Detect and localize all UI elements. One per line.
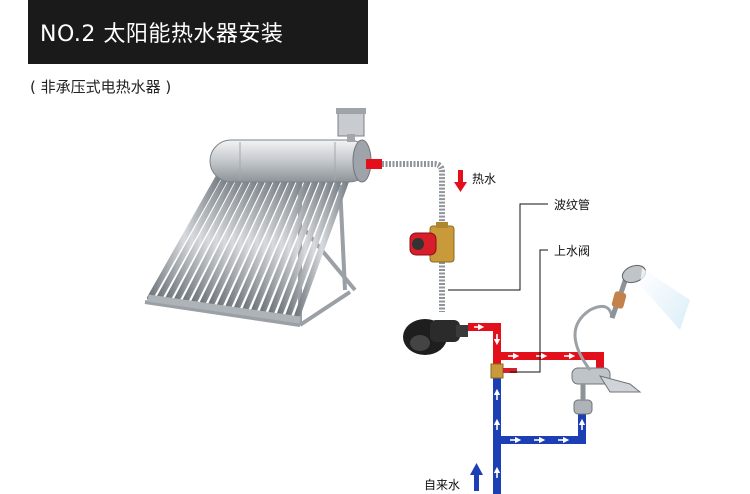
vacuum-tube	[284, 175, 343, 321]
electric-valve	[403, 319, 468, 355]
label-corrugated-pipe: 波纹管	[554, 198, 591, 212]
vacuum-tubes	[147, 175, 351, 322]
vacuum-tube	[224, 175, 290, 312]
page-title-text: NO.2 太阳能热水器安装	[40, 22, 284, 47]
vacuum-tube	[172, 175, 244, 305]
cold-water-pipes	[493, 372, 586, 494]
tank-outlet-fitting	[366, 159, 382, 169]
vacuum-tube	[181, 175, 252, 306]
page-subtitle: ( 非承压式电热水器 )	[30, 78, 172, 96]
circulation-pump	[409, 222, 455, 263]
vacuum-tube	[250, 175, 313, 316]
arrow-down-red-icon	[454, 170, 467, 192]
vacuum-tube	[198, 175, 267, 309]
vacuum-tube	[258, 175, 320, 317]
tube-support-bar	[147, 294, 301, 324]
shower-set	[573, 264, 690, 371]
callout-lines	[448, 203, 548, 373]
vacuum-tube	[233, 175, 297, 313]
vacuum-tube	[241, 175, 305, 315]
page-title: NO.2 太阳能热水器安装	[28, 0, 368, 64]
upper-water-valve	[490, 363, 517, 379]
vacuum-tube	[147, 175, 221, 301]
label-upper-valve: 上水阀	[554, 244, 591, 258]
vacuum-tube	[190, 175, 259, 307]
vacuum-tube	[207, 175, 275, 310]
label-tap-water: 自来水	[424, 478, 461, 492]
vacuum-tube	[293, 175, 351, 322]
vacuum-tube	[155, 175, 229, 303]
solar-water-heater	[144, 108, 372, 327]
vacuum-tube	[215, 175, 282, 311]
arrow-up-blue-icon	[470, 463, 483, 491]
shower-head	[621, 264, 690, 330]
vacuum-tube	[267, 175, 328, 318]
vacuum-tube	[276, 175, 335, 319]
auxiliary-tank	[336, 108, 366, 142]
corrugated-hose	[366, 159, 445, 312]
water-tank	[209, 139, 372, 183]
vacuum-tube	[164, 175, 237, 304]
label-hot-water: 热水	[472, 172, 497, 186]
mixing-faucet	[571, 367, 642, 415]
flow-markers	[474, 323, 586, 478]
